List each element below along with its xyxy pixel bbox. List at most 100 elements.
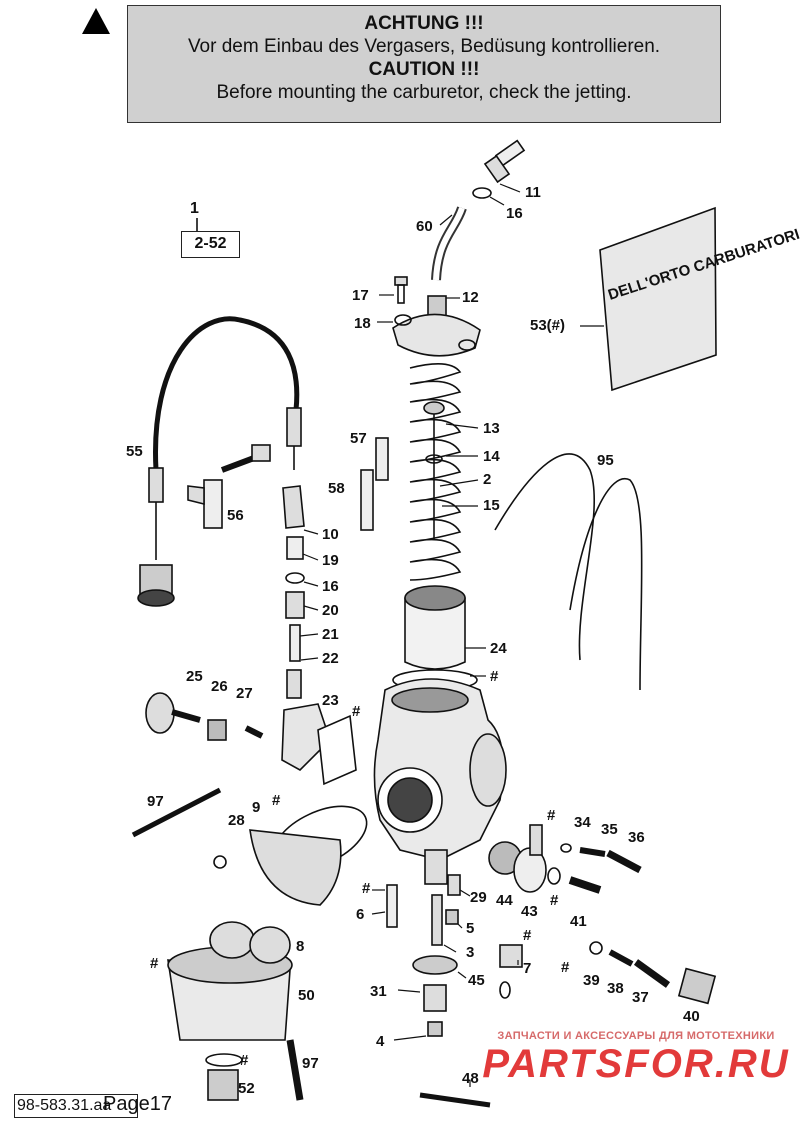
part-2-needle — [423, 401, 445, 540]
part-95-hose-a — [494, 453, 596, 661]
label-hash-39: # — [561, 959, 570, 976]
part-43-choke-lever — [513, 824, 547, 893]
label-38: 38 — [607, 980, 624, 997]
part-9-air-funnel — [249, 805, 368, 906]
label-hash-bowl: # — [150, 955, 159, 972]
label-21: 21 — [322, 626, 339, 643]
label-hash-6: # — [362, 880, 371, 897]
label-29: 29 — [470, 889, 487, 906]
label-16: 16 — [506, 205, 523, 222]
label-55: 55 — [126, 443, 143, 460]
part-40-knob — [677, 967, 717, 1005]
part-26-nut — [207, 719, 227, 741]
label-26: 26 — [211, 678, 228, 695]
carburetor-body — [373, 678, 507, 885]
assembly-range-box: 2-52 — [181, 231, 240, 258]
label-hash-o-ring: # — [490, 668, 499, 685]
page-number: Page17 — [103, 1093, 172, 1115]
label-35: 35 — [601, 821, 618, 838]
label-31: 31 — [370, 983, 387, 1000]
label-17: 17 — [352, 287, 369, 304]
part-57-pin — [375, 437, 389, 481]
part-23-choke-housing — [281, 703, 357, 786]
label-15: 15 — [483, 497, 500, 514]
label-4: 4 — [376, 1033, 385, 1050]
label-60: 60 — [416, 218, 433, 235]
label-28: 28 — [228, 812, 245, 829]
part-97-tube-b — [286, 1039, 304, 1101]
part-53-jet-packet — [599, 206, 717, 392]
part-6-jet — [386, 884, 398, 928]
caution-heading-en: CAUTION !!! — [368, 59, 480, 80]
label-11: 11 — [525, 184, 541, 201]
label-36: 36 — [628, 829, 645, 846]
label-37: 37 — [632, 989, 649, 1006]
part-37-screw — [633, 959, 671, 988]
part-55-cable — [137, 316, 302, 607]
label-53: 53(#) — [530, 317, 565, 334]
part-35-spring — [579, 847, 606, 857]
label-24: 24 — [490, 640, 507, 657]
label-34: 34 — [574, 814, 591, 831]
label-95: 95 — [597, 452, 614, 469]
label-hash-funnel: # — [272, 792, 281, 809]
watermark-tagline: ЗАПЧАСТИ И АКСЕССУАРЫ ДЛЯ МОТОТЕХНИКИ — [497, 1030, 775, 1042]
part-39-washer — [589, 941, 603, 955]
label-hash-gasket: # — [352, 703, 361, 720]
part-o-ring-b — [547, 867, 561, 885]
label-57: 57 — [350, 430, 367, 447]
part-97-tube-a — [131, 787, 222, 838]
label-97b: 97 — [302, 1055, 319, 1072]
label-20: 20 — [322, 602, 339, 619]
label-hash-43: # — [550, 892, 559, 909]
part-48-pin — [419, 1092, 491, 1108]
part-38-spring — [608, 949, 634, 967]
part-36-screw — [606, 849, 642, 874]
part-27-screw — [244, 725, 264, 739]
part-34-washer — [560, 843, 572, 853]
part-95-hose-b — [569, 477, 643, 691]
label-3: 3 — [466, 944, 474, 961]
watermark-logo: PARTSFOR.RU — [482, 1042, 790, 1086]
part-16-washer — [472, 187, 492, 199]
label-hash-52: # — [240, 1052, 249, 1069]
label-56: 56 — [227, 507, 244, 524]
part-10-adjuster-stack — [282, 485, 305, 699]
label-2: 2 — [483, 471, 491, 488]
part-17-screw — [394, 276, 408, 304]
caution-heading-de: ACHTUNG !!! — [364, 13, 484, 34]
part-58-pin — [360, 469, 374, 531]
warning-triangle-icon — [82, 8, 110, 34]
label-45: 45 — [468, 972, 485, 989]
label-5: 5 — [466, 920, 474, 937]
label-43: 43 — [521, 903, 538, 920]
label-39: 39 — [583, 972, 600, 989]
label-44: 44 — [496, 892, 513, 909]
label-hash-7: # — [523, 927, 532, 944]
part-15-spring — [409, 363, 462, 581]
part-12-cover-cap — [392, 295, 481, 357]
caution-text-de: Vor dem Einbau des Vergasers, Bedüsung k… — [187, 36, 661, 57]
part-31-main-jet-holder — [423, 984, 447, 1012]
label-6: 6 — [356, 906, 364, 923]
part-41-screw — [568, 876, 602, 894]
part-25-idle-screw — [145, 692, 201, 734]
label-25: 25 — [186, 668, 203, 685]
label-10: 10 — [322, 526, 339, 543]
label-9: 9 — [252, 799, 260, 816]
part-5-jet — [445, 909, 459, 925]
label-14: 14 — [483, 448, 500, 465]
part-3-atomizer — [431, 894, 443, 946]
label-48: 48 — [462, 1070, 479, 1087]
label-19: 19 — [322, 552, 339, 569]
label-52: 52 — [238, 1080, 255, 1097]
document-code: 98-583.31.aa — [14, 1094, 138, 1118]
label-50: 50 — [298, 987, 315, 1004]
label-16b: 16 — [322, 578, 339, 595]
part-11-nipple — [483, 139, 526, 184]
label-13: 13 — [483, 420, 500, 437]
part-28-screw — [213, 855, 227, 869]
label-23: 23 — [322, 692, 339, 709]
label-22: 22 — [322, 650, 339, 667]
watermark: ЗАПЧАСТИ И АКСЕССУАРЫ ДЛЯ МОТОТЕХНИКИ PA… — [480, 1030, 792, 1086]
